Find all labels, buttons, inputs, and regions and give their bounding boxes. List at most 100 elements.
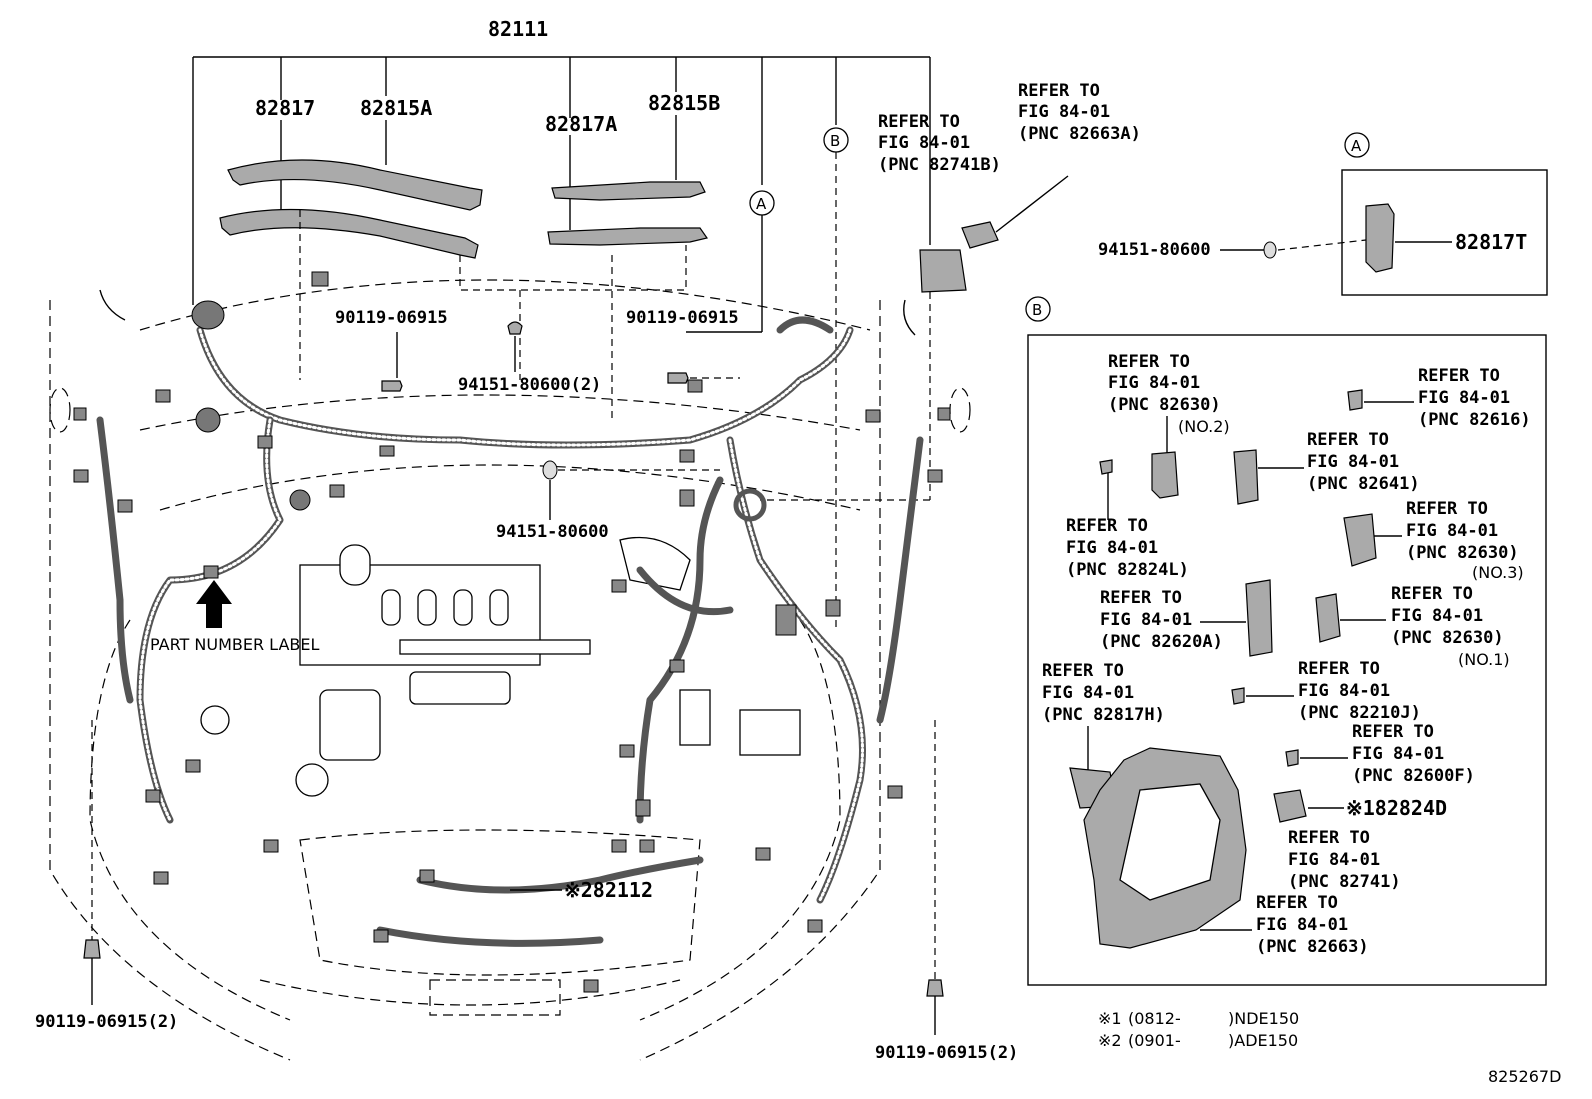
refer-82630-no1: REFER TO FIG 84-01 (PNC 82630) (NO.1) bbox=[1315, 584, 1510, 669]
svg-text:(NO.3): (NO.3) bbox=[1472, 563, 1524, 582]
relay-82824D: ※182824D bbox=[1273, 789, 1447, 823]
view-marker-b: B bbox=[823, 127, 849, 153]
svg-text:REFER TO: REFER TO bbox=[1352, 722, 1434, 742]
svg-text:(PNC 82630): (PNC 82630) bbox=[1406, 543, 1519, 563]
svg-text:FIG 84-01: FIG 84-01 bbox=[1307, 452, 1399, 472]
svg-text:REFER TO: REFER TO bbox=[1406, 499, 1488, 519]
svg-text:(PNC 82616): (PNC 82616) bbox=[1418, 410, 1531, 430]
svg-text:(PNC 82741): (PNC 82741) bbox=[1288, 872, 1401, 892]
svg-text:(PNC 82741B): (PNC 82741B) bbox=[878, 155, 1001, 175]
svg-text:)ADE150: )ADE150 bbox=[1228, 1031, 1298, 1050]
svg-text:REFER TO: REFER TO bbox=[1307, 430, 1389, 450]
clip-94151-label-b: 94151-80600 bbox=[496, 522, 609, 542]
part-82815B-label: 82815B bbox=[648, 91, 720, 115]
refer-block-82741B: REFER TO FIG 84-01 (PNC 82741B) bbox=[878, 112, 1001, 175]
svg-text:FIG 84-01: FIG 84-01 bbox=[1100, 610, 1192, 630]
svg-text:FIG 84-01: FIG 84-01 bbox=[1108, 373, 1200, 393]
svg-text:FIG 84-01: FIG 84-01 bbox=[1066, 538, 1158, 558]
refer-82210J: REFER TO FIG 84-01 (PNC 82210J) bbox=[1231, 659, 1421, 723]
svg-text:FIG 84-01: FIG 84-01 bbox=[1418, 388, 1510, 408]
svg-text:FIG 84-01: FIG 84-01 bbox=[1018, 102, 1110, 122]
refer-82616: REFER TO FIG 84-01 (PNC 82616) bbox=[1347, 366, 1531, 430]
part-82817-label: 82817 bbox=[255, 96, 315, 120]
refer-82600F: REFER TO FIG 84-01 (PNC 82600F) bbox=[1285, 722, 1475, 786]
svg-text:FIG 84-01: FIG 84-01 bbox=[1391, 606, 1483, 626]
svg-text:FIG 84-01: FIG 84-01 bbox=[1288, 850, 1380, 870]
refer-82741: REFER TO FIG 84-01 (PNC 82741) bbox=[1288, 828, 1401, 892]
svg-text:FIG 84-01: FIG 84-01 bbox=[1042, 683, 1134, 703]
refer-block-82663A: REFER TO FIG 84-01 (PNC 82663A) bbox=[1018, 81, 1141, 144]
part-82112-callout: ※282112 bbox=[510, 878, 653, 902]
figure-id: 825267D bbox=[1488, 1067, 1561, 1086]
svg-text:FIG 84-01: FIG 84-01 bbox=[1352, 744, 1444, 764]
clip-94151-label-a: 94151-80600(2) bbox=[458, 375, 601, 395]
svg-text:(PNC 82663): (PNC 82663) bbox=[1256, 937, 1369, 957]
svg-text:REFER TO: REFER TO bbox=[1042, 661, 1124, 681]
svg-text:(PNC 82210J): (PNC 82210J) bbox=[1298, 703, 1421, 723]
harness-connectors bbox=[73, 271, 951, 993]
part-82824D-label: ※182824D bbox=[1346, 796, 1447, 820]
svg-text:REFER TO: REFER TO bbox=[1391, 584, 1473, 604]
bolt-90119-label-b: 90119-06915 bbox=[626, 308, 739, 328]
part-82817A-label: 82817A bbox=[545, 112, 617, 136]
svg-text:REFER TO: REFER TO bbox=[1108, 352, 1190, 372]
part-82111-label: 82111 bbox=[488, 17, 548, 41]
svg-text:REFER TO: REFER TO bbox=[1288, 828, 1370, 848]
protector-82815A bbox=[227, 159, 483, 211]
view-a-marker-label: A bbox=[1351, 137, 1362, 155]
svg-text:※1: ※1 bbox=[1098, 1009, 1122, 1028]
fuse-block-icon bbox=[919, 249, 967, 293]
bolt-icon bbox=[667, 372, 689, 384]
view-a-panel: A 82817T 94151-80600 bbox=[1098, 132, 1548, 296]
svg-text:REFER TO: REFER TO bbox=[1066, 516, 1148, 536]
svg-text:(PNC 82817H): (PNC 82817H) bbox=[1042, 705, 1165, 725]
side-fasteners: 90119-06915(2) 90119-06915(2) bbox=[35, 720, 1018, 1063]
svg-text:(PNC 82600F): (PNC 82600F) bbox=[1352, 766, 1475, 786]
view-b-panel: B REFER TO FIG 84-01 (PNC 82630) (NO.2) … bbox=[1025, 296, 1547, 986]
svg-text:REFER TO: REFER TO bbox=[1256, 893, 1338, 913]
relay-block-icon bbox=[961, 221, 999, 249]
part-number-label-text: PART NUMBER LABEL bbox=[150, 635, 319, 654]
footnotes: ※1 (0812- )NDE150 ※2 (0901- )ADE150 bbox=[1098, 1009, 1299, 1050]
view-marker-a: A bbox=[749, 190, 775, 216]
svg-text:)NDE150: )NDE150 bbox=[1228, 1009, 1299, 1028]
svg-text:※2: ※2 bbox=[1098, 1031, 1122, 1050]
svg-text:REFER TO: REFER TO bbox=[1018, 81, 1100, 101]
svg-text:(PNC 82641): (PNC 82641) bbox=[1307, 474, 1420, 494]
protector-82815B bbox=[551, 181, 706, 201]
svg-text:REFER TO: REFER TO bbox=[1100, 588, 1182, 608]
arrow-up-icon bbox=[196, 580, 232, 628]
bolt-90119-label-left: 90119-06915(2) bbox=[35, 1012, 178, 1032]
svg-text:FIG 84-01: FIG 84-01 bbox=[1298, 681, 1390, 701]
svg-text:(NO.1): (NO.1) bbox=[1458, 650, 1510, 669]
svg-text:FIG 84-01: FIG 84-01 bbox=[1406, 521, 1498, 541]
refer-82663: REFER TO FIG 84-01 (PNC 82663) bbox=[1200, 893, 1369, 957]
clip-icon bbox=[507, 321, 523, 335]
bolt-icon bbox=[381, 380, 403, 392]
refer-82630-no3: REFER TO FIG 84-01 (PNC 82630) (NO.3) bbox=[1343, 499, 1524, 582]
connector-82817T-icon bbox=[1365, 203, 1395, 273]
part-82112-label: ※282112 bbox=[564, 878, 653, 902]
svg-text:(PNC 82630): (PNC 82630) bbox=[1391, 628, 1504, 648]
svg-text:(PNC 82663A): (PNC 82663A) bbox=[1018, 124, 1141, 144]
main-wiring-harness bbox=[96, 300, 924, 947]
harness-protectors bbox=[219, 159, 708, 420]
svg-text:REFER TO: REFER TO bbox=[1418, 366, 1500, 386]
svg-text:B: B bbox=[830, 132, 840, 150]
engine-components bbox=[200, 536, 801, 797]
bolt-90119-label-a: 90119-06915 bbox=[335, 308, 448, 328]
refer-82630-no2: REFER TO FIG 84-01 (PNC 82630) (NO.2) bbox=[1108, 352, 1230, 499]
svg-text:REFER TO: REFER TO bbox=[1298, 659, 1380, 679]
svg-text:(0901-: (0901- bbox=[1128, 1031, 1181, 1050]
part-number-label-callout: PART NUMBER LABEL bbox=[150, 580, 319, 654]
svg-text:FIG 84-01: FIG 84-01 bbox=[878, 133, 970, 153]
svg-text:(PNC 82620A): (PNC 82620A) bbox=[1100, 632, 1223, 652]
protector-82817A bbox=[547, 227, 708, 246]
view-b-marker-label: B bbox=[1032, 301, 1042, 319]
svg-text:REFER TO: REFER TO bbox=[878, 112, 960, 132]
refer-82641: REFER TO FIG 84-01 (PNC 82641) bbox=[1233, 430, 1420, 505]
svg-text:(PNC 82630): (PNC 82630) bbox=[1108, 395, 1221, 415]
part-82817T-label: 82817T bbox=[1455, 230, 1527, 254]
svg-text:FIG 84-01: FIG 84-01 bbox=[1256, 915, 1348, 935]
